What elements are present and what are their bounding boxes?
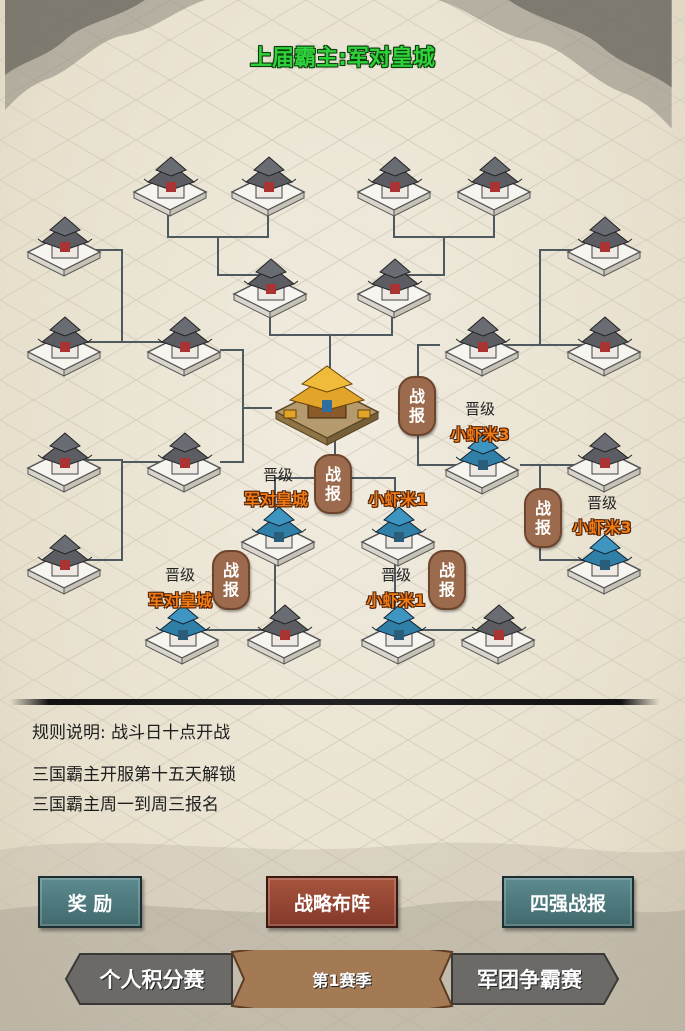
castle-slot-11[interactable] <box>142 428 226 494</box>
castle-slot-10[interactable] <box>22 428 106 494</box>
promotion-label: 晋级 <box>464 400 495 418</box>
promoted-player-name: 小虾米1 <box>366 591 426 610</box>
castle-slot-12[interactable] <box>22 530 106 596</box>
battle-report-button-3[interactable]: 战报 <box>524 488 562 548</box>
ink-divider <box>10 699 660 705</box>
castle-slot-9[interactable] <box>142 312 226 378</box>
promoted-player-name: 军对皇城 <box>243 490 308 509</box>
castle-slot-4[interactable] <box>452 152 536 218</box>
castle-slot-1[interactable] <box>128 152 212 218</box>
castle-slot-6[interactable] <box>352 254 436 320</box>
reward-button[interactable]: 奖 励 <box>38 876 142 928</box>
battle-report-button-2[interactable]: 战报 <box>314 454 352 514</box>
rules-line-2: 三国霸主开服第十五天解锁 <box>32 765 236 785</box>
battle-report-button-4[interactable]: 战报 <box>212 550 250 610</box>
top4-report-button[interactable]: 四强战报 <box>502 876 634 928</box>
promotion-label: 晋级 <box>586 494 617 512</box>
tab-individual-points[interactable]: 个人积分赛 <box>99 968 205 992</box>
player-name: 小虾米1 <box>368 490 428 509</box>
castle-promoted-3[interactable] <box>236 502 320 568</box>
promotion-label: 晋级 <box>262 466 293 484</box>
promoted-player-name: 军对皇城 <box>147 591 212 610</box>
castle-slot-17[interactable] <box>242 600 326 666</box>
battle-report-button-5[interactable]: 战报 <box>428 550 466 610</box>
strategy-formation-button[interactable]: 战略布阵 <box>266 876 398 928</box>
battle-report-button-1[interactable]: 战报 <box>398 376 436 436</box>
castle-promoted-2[interactable] <box>562 530 646 596</box>
mode-tab-bar: 个人积分赛 第1赛季 军团争霸赛 <box>62 950 622 1008</box>
tab-legion-hegemony[interactable]: 军团争霸赛 <box>477 968 582 992</box>
tab-bar-background <box>64 950 620 1008</box>
previous-champion-label: 上届霸主:军对皇城 <box>250 46 435 71</box>
castle-slot-8[interactable] <box>22 312 106 378</box>
castle-slot-2[interactable] <box>226 152 310 218</box>
castle-promoted-4[interactable] <box>356 502 440 568</box>
castle-slot-16[interactable] <box>562 428 646 494</box>
promotion-label: 晋级 <box>164 566 195 584</box>
promoted-player-name: 小虾米3 <box>450 425 510 444</box>
promoted-player-name: 小虾米3 <box>572 518 632 537</box>
castle-slot-5[interactable] <box>228 254 312 320</box>
rules-line-3: 三国霸主周一到周三报名 <box>32 795 219 815</box>
rules-line-1: 规则说明: 战斗日十点开战 <box>32 723 231 743</box>
central-palace[interactable] <box>272 360 382 446</box>
castle-slot-14[interactable] <box>562 312 646 378</box>
castle-slot-18[interactable] <box>456 600 540 666</box>
promotion-label: 晋级 <box>380 566 411 584</box>
castle-slot-7[interactable] <box>22 212 106 278</box>
castle-slot-13[interactable] <box>562 212 646 278</box>
tab-season[interactable]: 第1赛季 <box>312 971 372 990</box>
castle-slot-3[interactable] <box>352 152 436 218</box>
castle-slot-15[interactable] <box>440 312 524 378</box>
